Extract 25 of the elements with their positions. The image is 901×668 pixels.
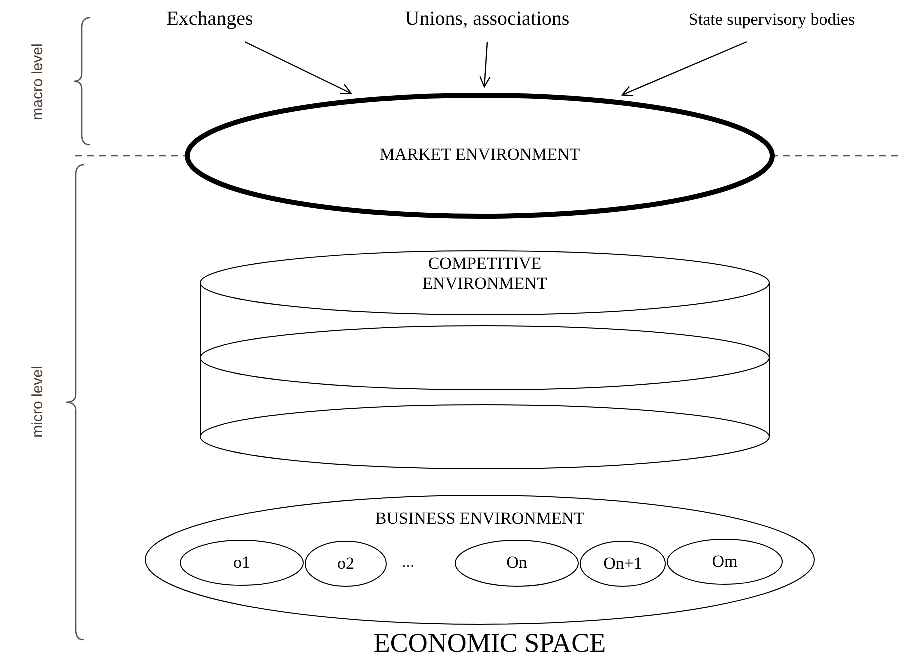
organization-ellipse — [455, 540, 579, 587]
business-ellipse — [145, 495, 815, 625]
caption: ECONOMIC SPACE — [372, 628, 608, 659]
arrow — [622, 41, 748, 96]
market-ellipse — [185, 93, 775, 219]
organization-ellipse — [580, 541, 666, 587]
node-label: o2 — [336, 554, 356, 574]
node-label: BUSINESS ENVIRONMENT — [374, 509, 586, 529]
organization-ellipse — [305, 541, 387, 587]
environment-cylinder — [200, 250, 770, 470]
node-label: Om — [711, 552, 739, 572]
ellipsis-label: ... — [402, 552, 415, 572]
source-label: Unions, associations — [385, 8, 590, 38]
organization-ellipse — [180, 540, 304, 586]
source-label: Exchanges — [150, 8, 270, 38]
node-label: o1 — [232, 552, 252, 572]
node-label: On — [506, 553, 528, 573]
level-label: micro level — [30, 366, 46, 438]
level-label: macro level — [30, 44, 46, 120]
source-label: State supervisory bodies — [643, 10, 901, 38]
arrow — [244, 41, 352, 94]
arrow — [480, 42, 491, 88]
node-label: COMPETITIVE ENVIRONMENT — [422, 254, 548, 294]
organization-ellipse — [667, 539, 783, 585]
node-label: On+1 — [602, 554, 644, 574]
